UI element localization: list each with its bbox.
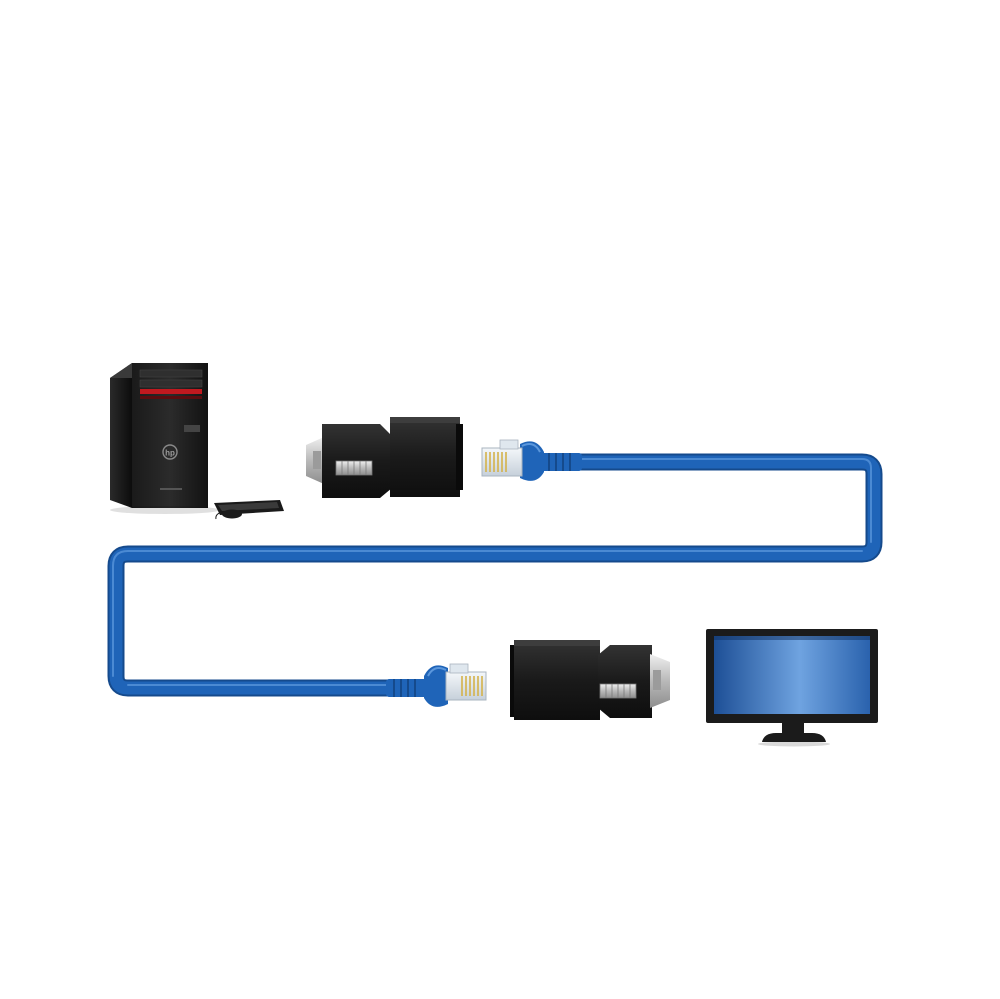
plug-top: [481, 439, 582, 481]
ethernet-cable: [107, 453, 883, 697]
brand-label: hp: [165, 449, 175, 458]
rj45-plug-icon: [386, 663, 487, 707]
rj45-plug-icon: [481, 439, 582, 481]
vga-to-rj45-adapter-icon: [306, 417, 463, 498]
monitor: [706, 629, 878, 747]
desktop-tower-icon: hp: [110, 363, 220, 514]
adapter-top: [306, 417, 463, 498]
desktop-computer: hp: [110, 363, 284, 520]
monitor-icon: [706, 629, 878, 747]
adapter-bottom: [510, 640, 670, 720]
plug-bottom: [386, 663, 487, 707]
vga-to-rj45-adapter-icon: [510, 640, 670, 720]
mouse-icon: [215, 509, 242, 520]
